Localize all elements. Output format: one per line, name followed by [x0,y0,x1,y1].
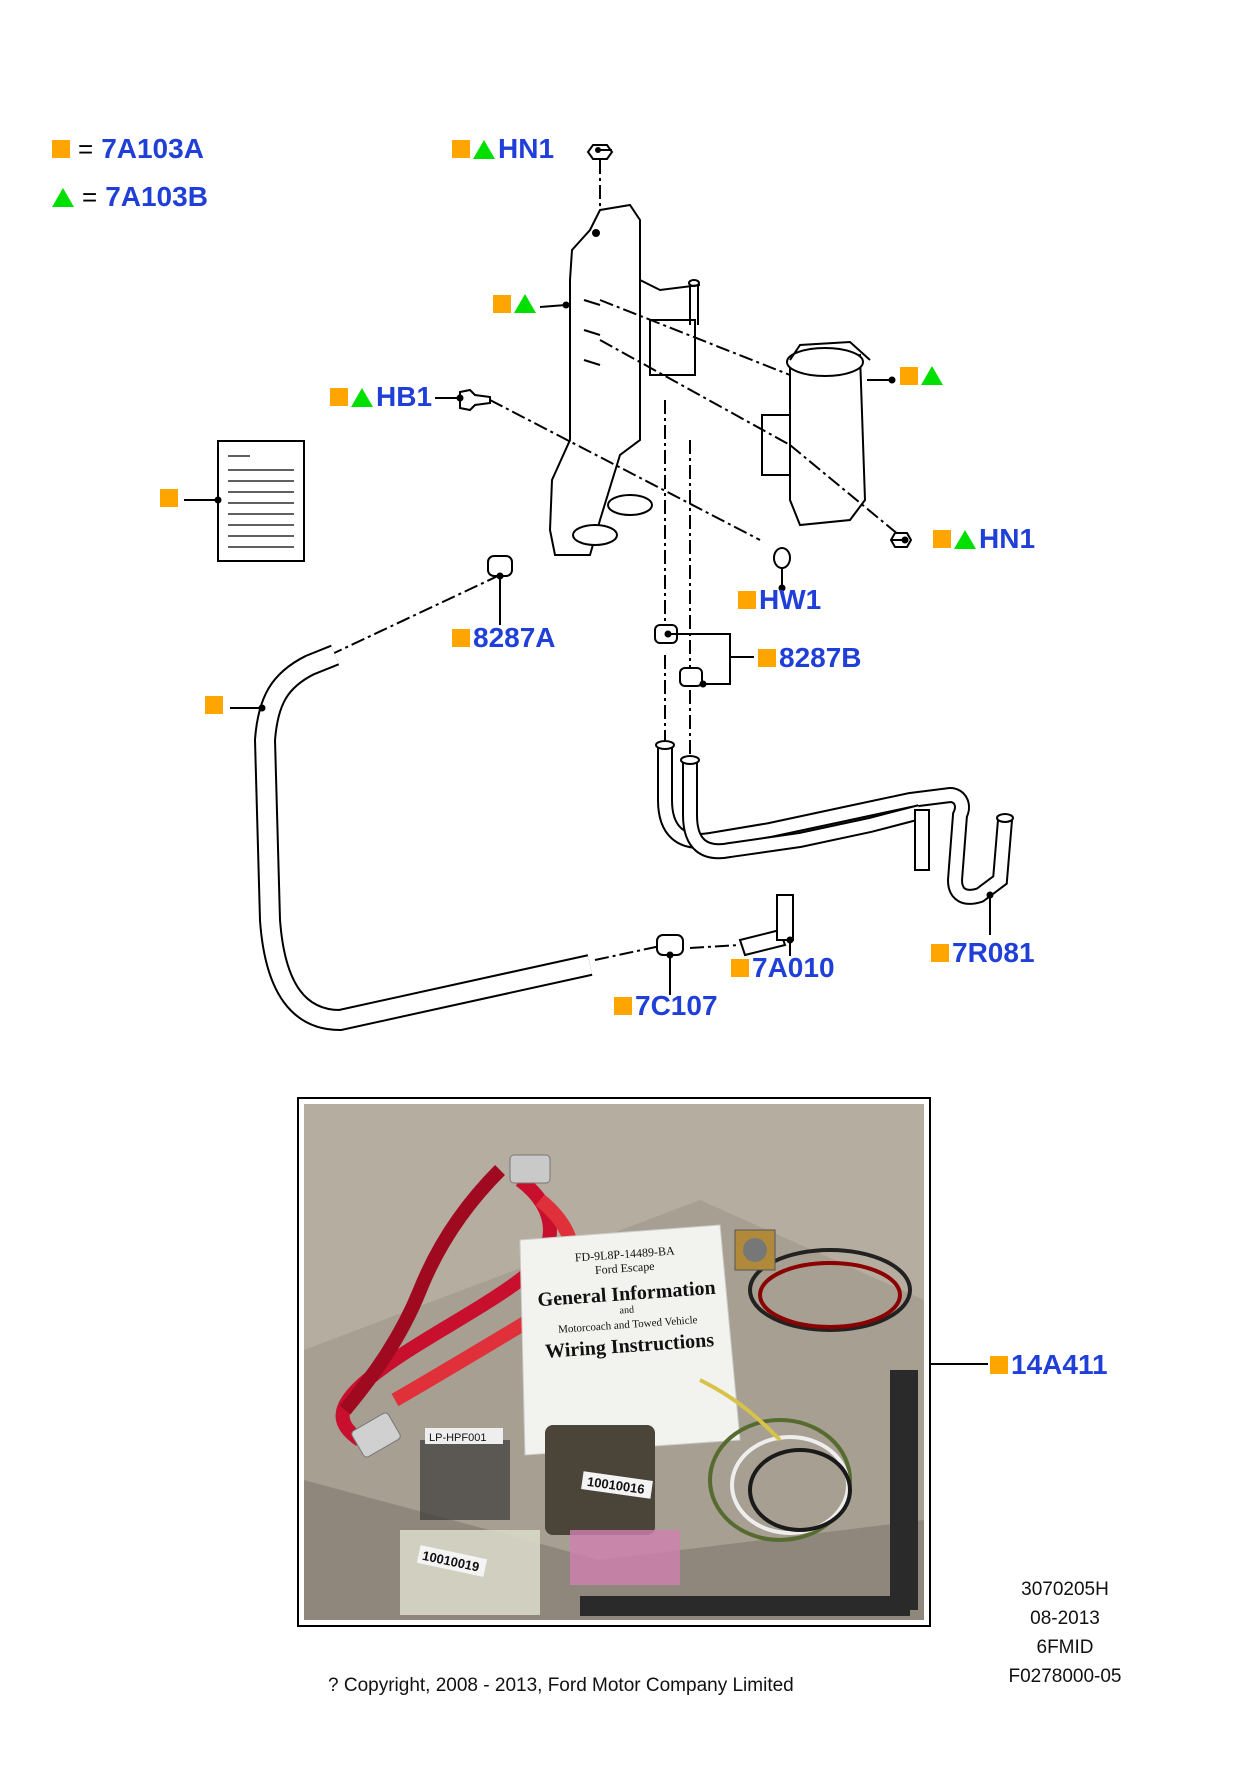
reference-line: 6FMID [1036,1637,1094,1658]
callout-hn1-right: HN1 [933,523,1035,555]
callout-bracket [493,294,536,313]
legend-equals: = [78,133,94,164]
orange-square-icon [614,997,632,1015]
green-triangle-icon [473,139,495,159]
callout-label: HN1 [979,523,1036,554]
green-triangle-icon [921,366,943,385]
orange-square-icon [900,366,918,385]
callout-hw1: HW1 [738,584,821,616]
callout-label: 7A010 [752,952,835,983]
reference-line: F0278000-05 [1008,1666,1122,1687]
orange-square-icon [205,696,223,714]
legend-row-square: = 7A103A [52,133,204,165]
green-triangle-icon [52,187,74,207]
mounting-bracket [548,203,641,556]
callout-14a411: 14A411 [990,1349,1108,1381]
legend-equals: = [82,181,98,212]
callout-hose [205,696,223,714]
bolt [459,388,491,412]
callout-7c107: 7C107 [614,990,718,1022]
legend-code: 7A103B [105,181,208,212]
callout-label: HN1 [498,133,555,164]
orange-square-icon [493,294,511,313]
orange-square-icon [931,944,949,962]
callout-label: 14A411 [1011,1349,1108,1380]
callout-label: 8287A [473,622,556,653]
callout-instruction-sheet [160,489,178,507]
orange-square-icon [990,1356,1008,1374]
reference-line: 3070205H [1021,1579,1109,1600]
instruction-sheet [217,440,305,562]
orange-square-icon [52,140,70,158]
reference-block: 3070205H 08-2013 6FMID F0278000-05 [990,1575,1140,1691]
callout-label: 7R081 [952,937,1035,968]
callout-hb1: HB1 [330,381,432,413]
callout-filter [900,366,943,385]
orange-square-icon [738,591,756,609]
orange-square-icon [330,388,348,406]
vent-hose [253,644,593,1032]
orange-square-icon [452,629,470,647]
orange-square-icon [933,530,951,548]
green-triangle-icon [514,294,536,313]
callout-7a010: 7A010 [731,952,835,984]
legend-row-triangle: = 7A103B [52,181,208,213]
callout-label: 8287B [779,642,862,673]
callout-label: 7C107 [635,990,718,1021]
orange-square-icon [731,959,749,977]
callout-label: HB1 [376,381,433,412]
orange-square-icon [758,649,776,667]
green-triangle-icon [954,529,976,549]
callout-8287b: 8287B [758,642,862,674]
callout-7r081: 7R081 [931,937,1035,969]
legend-code: 7A103A [101,133,204,164]
filter-housing [789,353,867,527]
orange-square-icon [452,140,470,158]
orange-square-icon [160,489,178,507]
callout-hn1-top: HN1 [452,133,554,165]
green-triangle-icon [351,387,373,407]
copyright-notice: ? Copyright, 2008 - 2013, Ford Motor Com… [328,1675,794,1696]
callout-label: HW1 [759,584,822,615]
callout-8287a: 8287A [452,622,556,654]
reference-line: 08-2013 [1030,1608,1100,1629]
